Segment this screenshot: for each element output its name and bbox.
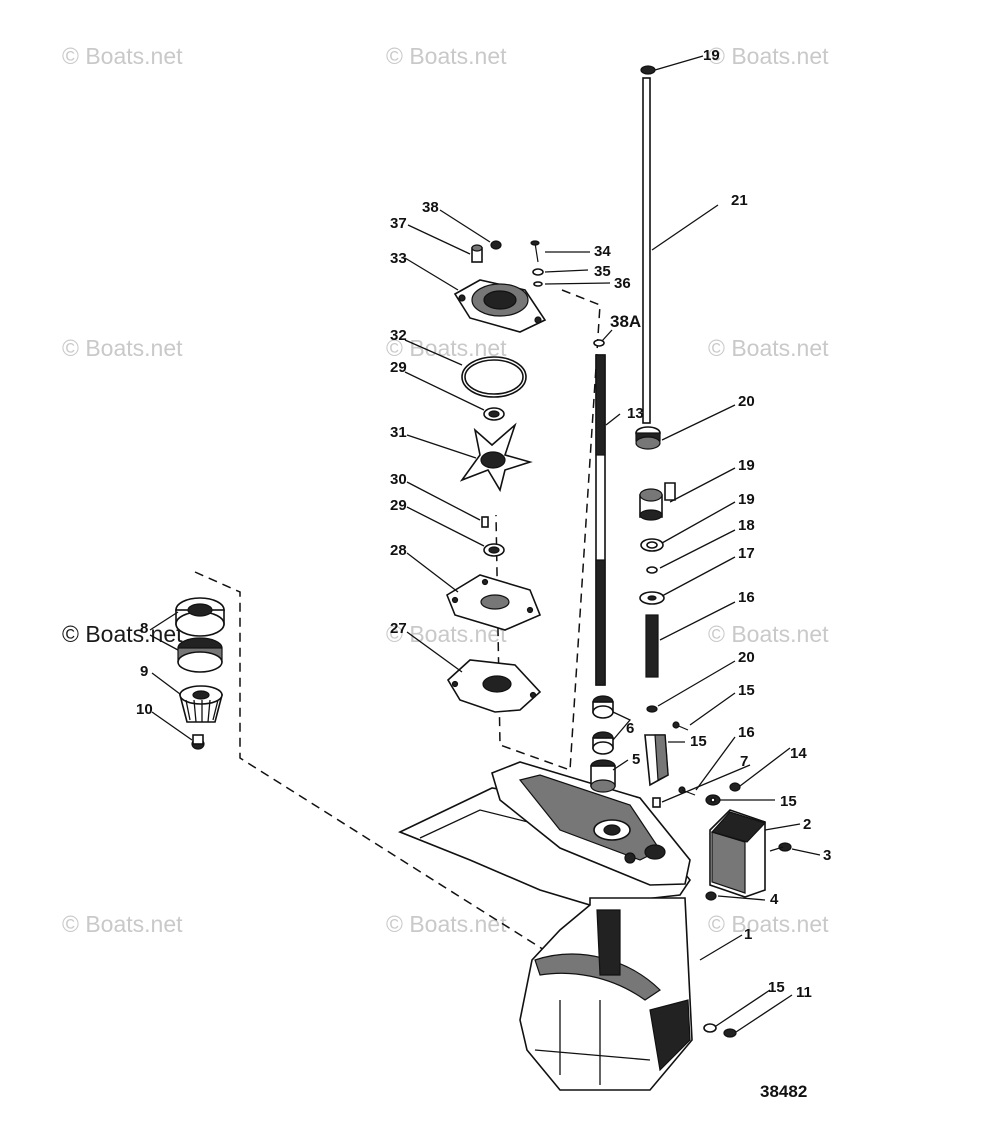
callout-29-upper: 29 xyxy=(390,359,407,376)
callout-33: 33 xyxy=(390,250,407,267)
watermark: © Boats.net xyxy=(708,43,829,69)
leader-lines xyxy=(149,55,821,1033)
callout-38a: 38A xyxy=(610,312,641,331)
callout-31: 31 xyxy=(390,424,407,441)
callout-7: 7 xyxy=(740,753,748,770)
callout-28: 28 xyxy=(390,542,407,559)
watermark: © Boats.net xyxy=(62,43,183,69)
callout-11: 13 xyxy=(627,405,644,422)
callout-30: 30 xyxy=(390,471,407,488)
callout-20: 16 xyxy=(738,589,755,606)
shift-shaft xyxy=(635,65,696,808)
watermark: © Boats.net xyxy=(708,911,829,937)
hardware xyxy=(703,782,792,1038)
callout-37: 37 xyxy=(390,215,407,232)
callout-27: 27 xyxy=(390,620,407,637)
callout-25: 20 xyxy=(738,393,755,410)
callout-35: 35 xyxy=(594,263,611,280)
watermark: © Boats.net xyxy=(62,335,183,361)
callout-5: 5 xyxy=(632,751,640,768)
callout-6: 6 xyxy=(626,720,634,737)
watermark: © Boats.net xyxy=(386,911,507,937)
callout-29-lower: 29 xyxy=(390,497,407,514)
callout-19-top: 19 xyxy=(703,47,720,64)
watermark: © Boats.net xyxy=(708,335,829,361)
callout-22: 18 xyxy=(738,517,755,534)
figure-number: 38482 xyxy=(760,1082,807,1101)
watermark: © Boats.net xyxy=(386,43,507,69)
water-pump-assembly xyxy=(446,240,547,713)
callout-15-upper: 15 xyxy=(780,793,797,810)
callout-10: 10 xyxy=(136,701,153,718)
callout-17: 16 xyxy=(738,724,755,741)
pinion-gear-assembly xyxy=(175,597,225,750)
callout-15-lower: 15 xyxy=(768,979,785,996)
callout-16: 15 xyxy=(690,733,707,750)
callout-9: 9 xyxy=(140,663,148,680)
callout-8: 8 xyxy=(140,620,148,637)
watermark: © Boats.net xyxy=(62,911,183,937)
callout-24: 19 xyxy=(738,457,755,474)
driveshaft xyxy=(590,339,616,793)
callout-18: 15 xyxy=(738,682,755,699)
callout-32: 32 xyxy=(390,327,407,344)
callout-13: 11 xyxy=(796,984,812,1001)
gearcase-housing xyxy=(398,761,693,1091)
callout-38: 38 xyxy=(422,199,439,216)
callout-21: 17 xyxy=(738,545,755,562)
callout-14: 14 xyxy=(790,745,807,762)
callout-23: 19 xyxy=(738,491,755,508)
callout-34: 34 xyxy=(594,243,611,260)
callout-3: 3 xyxy=(823,847,831,864)
callout-19-lower: 20 xyxy=(738,649,755,666)
callout-2: 2 xyxy=(803,816,811,833)
watermark: © Boats.net xyxy=(708,621,829,647)
water-inlet-screen xyxy=(709,809,767,898)
callout-36: 36 xyxy=(614,275,631,292)
callout-4: 4 xyxy=(770,891,779,908)
callout-1: 1 xyxy=(744,926,752,943)
watermark-layer: © Boats.net © Boats.net © Boats.net © Bo… xyxy=(62,43,829,937)
callout-labels: 19 21 38 37 33 34 35 36 38A 32 29 13 20 … xyxy=(136,47,831,1001)
callout-26: 21 xyxy=(731,192,748,209)
